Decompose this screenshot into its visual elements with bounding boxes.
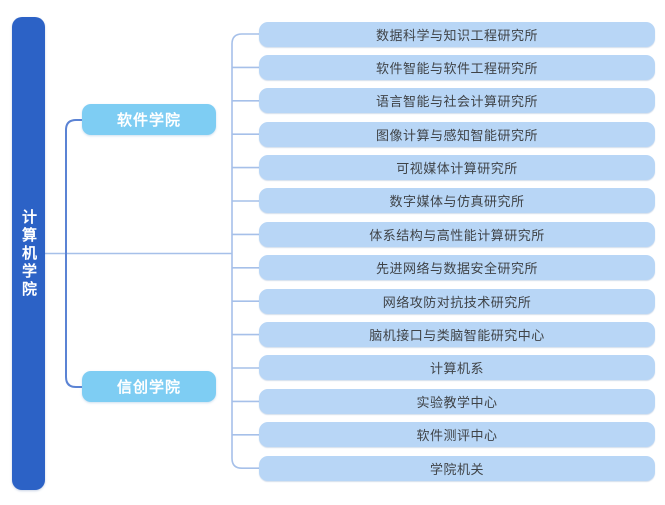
unit-node: 学院机关 bbox=[259, 455, 655, 481]
unit-spine-connector bbox=[231, 33, 259, 469]
school-node-software: 软件学院 bbox=[82, 104, 216, 135]
unit-node: 脑机接口与类脑智能研究中心 bbox=[259, 322, 655, 348]
unit-stub-connectors bbox=[232, 66, 259, 436]
root-node-computer-school: 计算机学院 bbox=[12, 17, 45, 490]
school-branch-connector bbox=[65, 119, 82, 388]
school-node-xinchuang: 信创学院 bbox=[82, 371, 216, 402]
school-node-label: 软件学院 bbox=[116, 112, 181, 129]
school-node-label: 信创学院 bbox=[116, 379, 181, 396]
unit-node: 图像计算与感知智能研究所 bbox=[259, 121, 655, 147]
root-node-label: 计算机学院 bbox=[20, 208, 37, 299]
unit-node: 网络攻防对抗技术研究所 bbox=[259, 288, 655, 314]
unit-node: 语言智能与社会计算研究所 bbox=[259, 88, 655, 114]
unit-node: 可视媒体计算研究所 bbox=[259, 155, 655, 181]
unit-node: 先进网络与数据安全研究所 bbox=[259, 255, 655, 281]
unit-node: 计算机系 bbox=[259, 355, 655, 381]
unit-node: 软件测评中心 bbox=[259, 422, 655, 448]
unit-node: 体系结构与高性能计算研究所 bbox=[259, 221, 655, 247]
unit-node: 实验教学中心 bbox=[259, 388, 655, 414]
unit-node: 软件智能与软件工程研究所 bbox=[259, 54, 655, 80]
unit-node: 数字媒体与仿真研究所 bbox=[259, 188, 655, 214]
unit-node: 数据科学与知识工程研究所 bbox=[259, 21, 655, 47]
unit-list: 数据科学与知识工程研究所 软件智能与软件工程研究所 语言智能与社会计算研究所 图… bbox=[259, 21, 655, 481]
